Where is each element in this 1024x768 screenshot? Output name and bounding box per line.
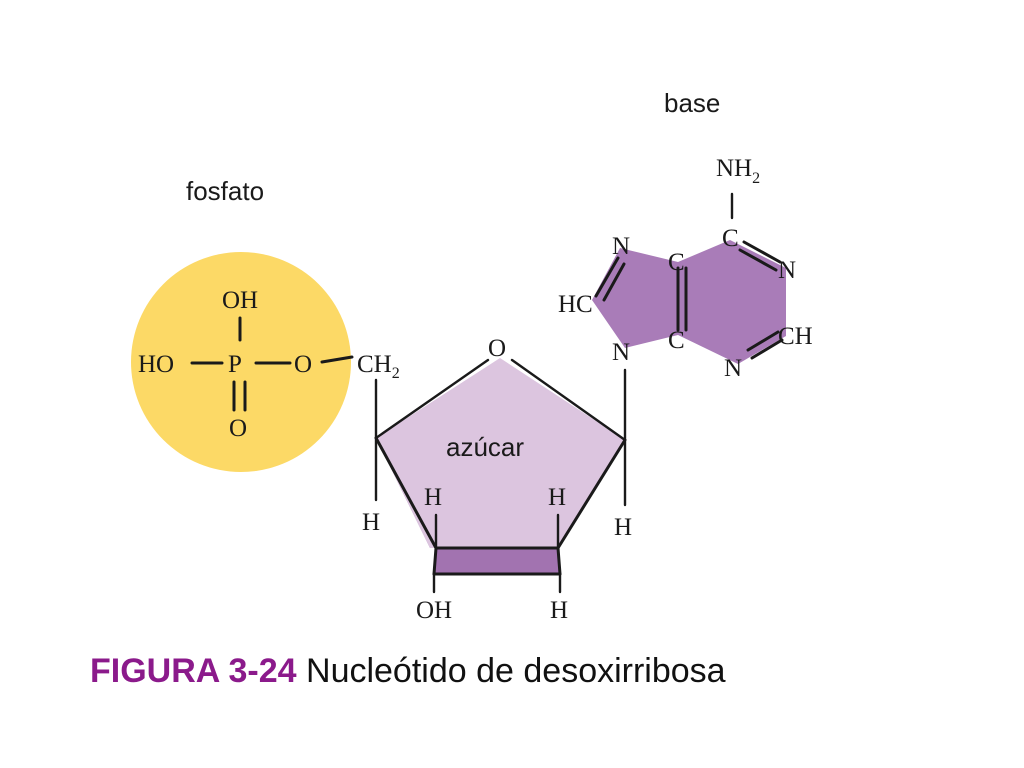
phosphate-o-bridge: O (294, 351, 312, 378)
sugar-front-edge (434, 548, 560, 574)
ch2-label: CH2 (357, 351, 400, 382)
sugar-oh-c3: OH (416, 597, 452, 624)
ring-bond-o-c1 (510, 358, 627, 442)
bond-o-ch2 (320, 355, 354, 364)
base-c4: C (668, 327, 685, 354)
ring-bond-c4-o (374, 358, 490, 440)
bond-c8-n7-a (594, 256, 620, 298)
bond-c8-n7-b (602, 262, 626, 302)
phosphate-p: P (228, 351, 242, 378)
bond-n3-c2-b (746, 330, 780, 352)
phosphate-o-double: O (229, 415, 247, 442)
figure-number: FIGURA 3-24 (90, 652, 297, 690)
base-c6: C (722, 225, 739, 252)
base-five-ring (592, 248, 678, 348)
base-nh2: NH2 (716, 155, 760, 187)
bond-n3-c2-a (750, 338, 784, 360)
base-c2h: CH (778, 323, 813, 350)
figure-caption: FIGURA 3-24 Nucleótido de desoxirribosa (90, 652, 726, 691)
label-fosfato: fosfato (186, 176, 264, 206)
sugar-h-c2-bottom: H (550, 597, 568, 624)
label-base: base (664, 88, 720, 118)
bond-c6-n1-a (742, 240, 782, 264)
sugar-h-c4: H (362, 509, 380, 536)
phosphate-ho: HO (138, 351, 174, 378)
base-n1: N (778, 257, 796, 284)
sugar-h-c2: H (548, 484, 566, 511)
label-azucar: azúcar (446, 432, 524, 462)
ring-bond-c4-c3 (374, 436, 438, 550)
base-c8h: HC (558, 291, 593, 318)
base-n9: N (612, 339, 630, 366)
sugar-ring-oxygen: O (488, 335, 506, 362)
base-c5: C (668, 249, 685, 276)
bond-c6-n1-b (738, 248, 778, 272)
phosphate-circle (131, 252, 351, 472)
nucleotide-diagram: base fosfato OH HO P O O CH2 O azúcar H … (131, 88, 813, 624)
ring-edge-left (432, 546, 438, 576)
figure-title: Nucleótido de desoxirribosa (296, 652, 726, 690)
phosphate-oh: OH (222, 287, 258, 314)
base-n3: N (724, 355, 742, 382)
ring-bond-c1-c2 (556, 438, 627, 550)
ring-edge-right (556, 546, 562, 576)
sugar-h-c3: H (424, 484, 442, 511)
base-n7: N (612, 233, 630, 260)
sugar-ring-face (376, 358, 625, 548)
base-six-ring (678, 240, 786, 364)
sugar-h-c1: H (614, 514, 632, 541)
